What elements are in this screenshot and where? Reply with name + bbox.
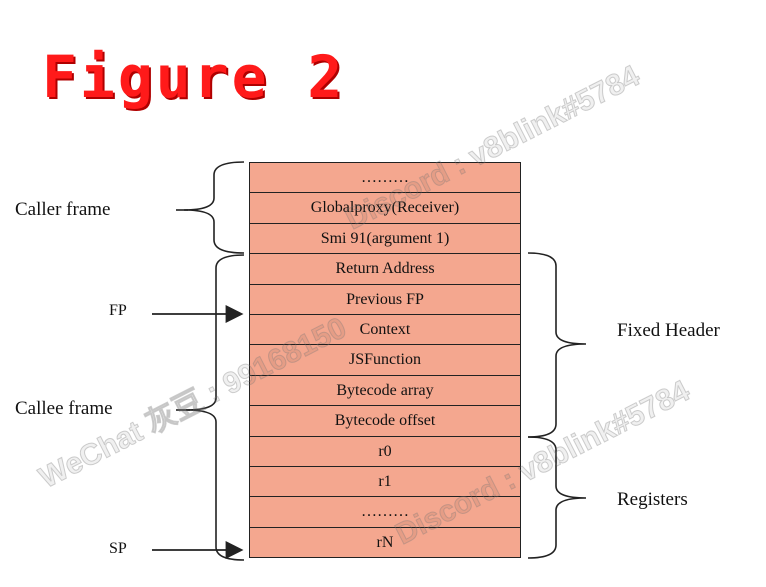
callee-frame-label: Callee frame <box>15 398 113 419</box>
stack-cell-rn: rN <box>376 533 394 551</box>
fixed-header-label: Fixed Header <box>617 320 720 341</box>
fixed-header-brace <box>527 252 587 438</box>
stack-cell-jsfunction: JSFunction <box>250 345 520 376</box>
stack-cell-argument: Smi 91(argument 1) <box>250 224 520 255</box>
sp-label: SP <box>109 540 127 557</box>
stack-cell-bytecode-offset: Bytecode offset <box>250 406 520 437</box>
stack-cell-bytecode-array: Bytecode array <box>250 376 520 407</box>
stack-cell-previous-fp: Previous FP <box>250 285 520 315</box>
caller-frame-label: Caller frame <box>15 199 111 220</box>
figure-title: Figure 2 <box>42 43 346 111</box>
stack-cell-receiver: Globalproxy(Receiver) <box>250 193 520 224</box>
registers-label: Registers <box>617 489 688 510</box>
registers-brace <box>527 436 587 559</box>
stack-cell-r0: r0 <box>250 437 520 467</box>
fp-label: FP <box>109 302 127 319</box>
callee-frame-brace <box>185 254 245 561</box>
stack-cell-r1: r1 <box>250 467 520 498</box>
stack-cell-context: Context <box>250 315 520 346</box>
stack-cell-ellipsis-top: ……… <box>250 163 520 194</box>
stack-frame-table: ……… Globalproxy(Receiver) Smi 91(argumen… <box>249 162 521 559</box>
stack-cell-return-address: Return Address <box>250 254 520 285</box>
stack-cell-ellipsis-bottom: ……… <box>250 497 520 528</box>
caller-frame-brace <box>183 161 245 254</box>
